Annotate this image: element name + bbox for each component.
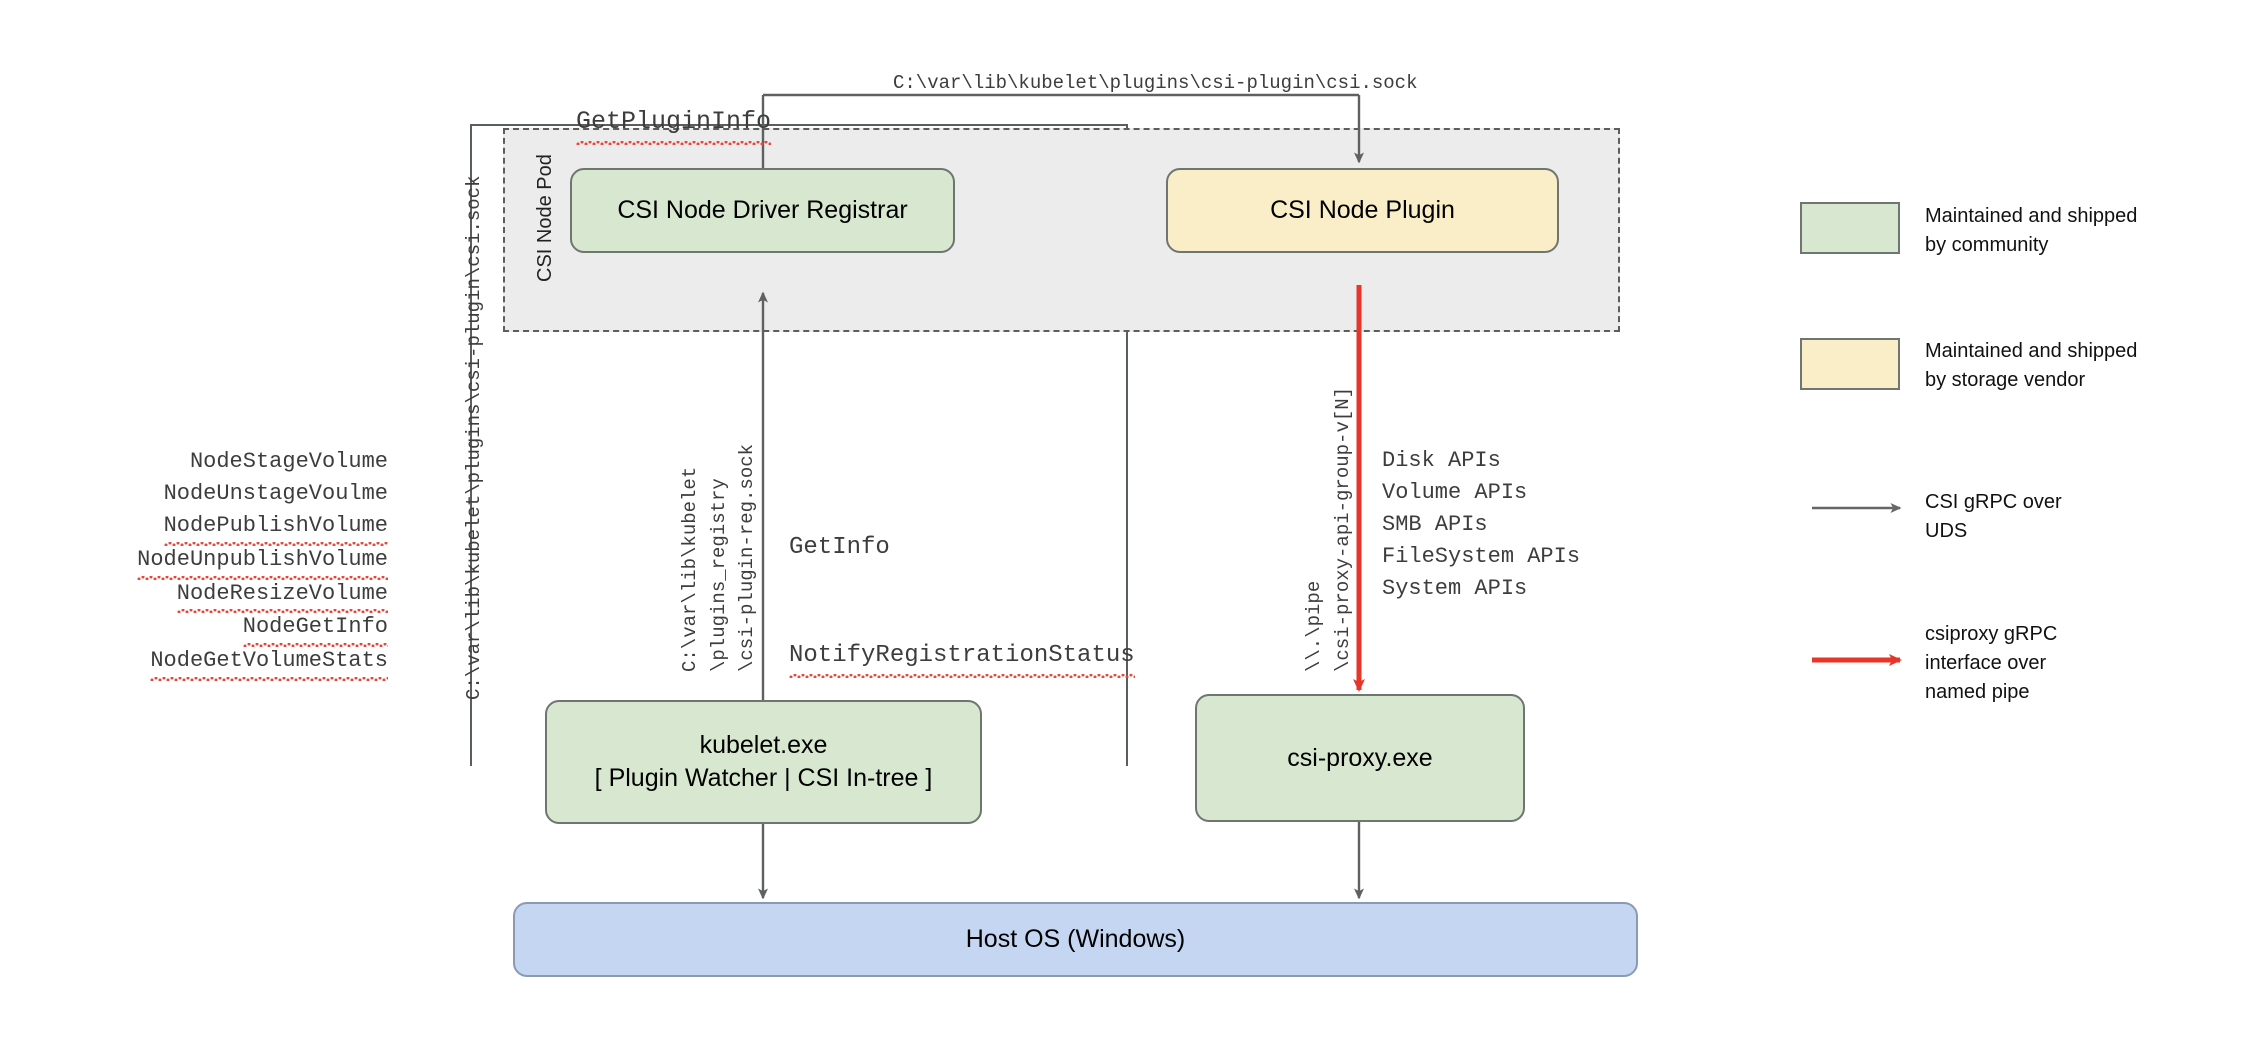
list-item: NodeResizeVolume xyxy=(88,578,389,614)
list-item: FileSystem APIs xyxy=(1382,543,1581,569)
csi-sock-path-left-label: C:\var\lib\kubelet\plugins\csi-plugin\cs… xyxy=(463,175,485,701)
get-plugin-info-label: GetPluginInfo xyxy=(516,68,772,179)
notify-registration-status-call: NotifyRegistrationStatus xyxy=(789,638,1135,678)
legend-swatch-storage-vendor xyxy=(1800,338,1900,390)
csi-proxy-api-list: Disk APIs Volume APIs SMB APIs FileSyste… xyxy=(1382,445,1580,604)
node-label: csi-proxy.exe xyxy=(1287,743,1433,772)
list-item: System APIs xyxy=(1382,575,1528,601)
get-plugin-info-path-outline xyxy=(470,124,1128,766)
list-item: NodePublishVolume xyxy=(88,510,389,546)
named-pipe-path-label: \\.\pipe \csi-proxy-api-group-v[N] xyxy=(1303,386,1354,672)
legend-swatch-community xyxy=(1800,202,1900,254)
legend-label-community: Maintained and shipped by community xyxy=(1925,205,2138,256)
node-csi-node-driver-registrar[interactable]: CSI Node Driver Registrar xyxy=(570,168,955,253)
csi-sock-path-top-label: C:\var\lib\kubelet\plugins\csi-plugin\cs… xyxy=(893,72,1418,94)
node-csi-proxy-exe[interactable]: csi-proxy.exe xyxy=(1195,694,1525,822)
node-label-line2: [ Plugin Watcher | CSI In-tree ] xyxy=(594,764,933,792)
list-item: NodeStageVolume xyxy=(189,449,388,474)
list-item: Volume APIs xyxy=(1382,479,1528,505)
get-plugin-info-text: GetPluginInfo xyxy=(576,104,772,145)
get-info-call: GetInfo xyxy=(789,534,890,561)
node-label: CSI Node Plugin xyxy=(1270,196,1455,224)
node-label: Host OS (Windows) xyxy=(965,925,1186,953)
node-service-call-list: NodeStageVolume NodeUnstageVoulme NodePu… xyxy=(88,446,389,682)
list-item: NodeGetVolumeStats xyxy=(88,645,388,682)
list-item: SMB APIs xyxy=(1382,511,1488,537)
legend-label-csi-grpc-uds: CSI gRPC over UDS xyxy=(1925,491,2062,542)
node-host-os[interactable]: Host OS (Windows) xyxy=(513,902,1638,977)
list-item: NodeUnstageVoulme xyxy=(163,480,388,506)
csi-plugin-reg-sock-path-label: C:\var\lib\kubelet \plugins_registry \cs… xyxy=(679,443,758,672)
list-item: NodeGetInfo xyxy=(88,611,389,648)
list-item: Disk APIs xyxy=(1382,448,1501,473)
list-item: NodeUnpublishVolume xyxy=(88,544,388,580)
registration-calls-label: GetInfo NotifyRegistrationStatus xyxy=(789,458,1135,748)
node-csi-node-plugin[interactable]: CSI Node Plugin xyxy=(1166,168,1559,253)
legend-label-storage-vendor: Maintained and shipped by storage vendor xyxy=(1925,340,2138,391)
node-label-line1: kubelet.exe xyxy=(699,731,828,759)
node-label: CSI Node Driver Registrar xyxy=(617,196,908,224)
legend-label-csiproxy-named-pipe: csiproxy gRPC interface over named pipe xyxy=(1925,623,2058,703)
node-kubelet-exe[interactable]: kubelet.exe [ Plugin Watcher | CSI In-tr… xyxy=(545,700,982,824)
